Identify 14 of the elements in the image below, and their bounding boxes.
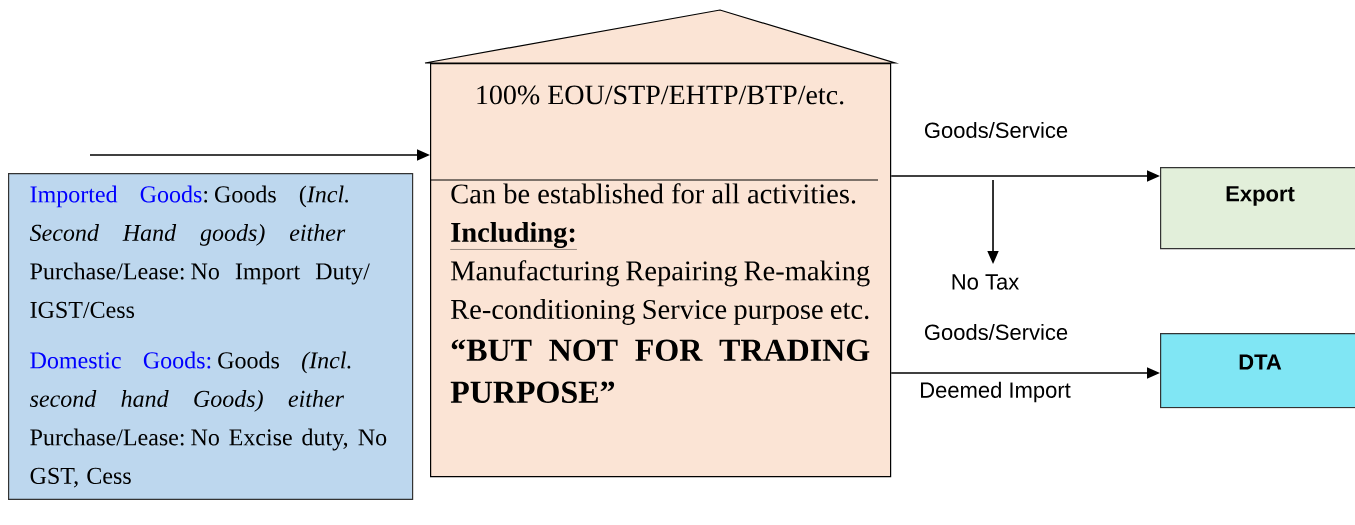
text: Manufacturing Repairing Re-making Re-conditioning Service purpose etc. — [451, 260, 870, 325]
edge-label: Goods/Service — [925, 323, 1068, 341]
note-text: No Tax — [952, 274, 1019, 290]
edge-label: Goods/Service — [925, 121, 1068, 139]
text: Can be established for all activities. — [451, 183, 856, 204]
target-box: DTA — [1160, 333, 1355, 409]
note: “BUT NOT FOR TRADING PURPOSE” — [450, 339, 870, 404]
paragraph: Imported Goods: Goods (Incl. Second Hand goods) either Purchase/Lease: No Import Duty/ IGST/Cess — [29, 185, 370, 318]
target-box: Export — [1160, 167, 1355, 250]
text-box — [8, 173, 414, 501]
paragraph: Domestic Goods: Goods (Incl. second hand Goods) either Purchase/Lease: No Excise duty, No GST, Cess — [29, 351, 387, 488]
heading: Including: — [450, 222, 578, 250]
label: Deemed Import — [921, 381, 1071, 403]
heading: 100% EOU/STP/EHTP/BTP/etc. — [477, 85, 844, 105]
